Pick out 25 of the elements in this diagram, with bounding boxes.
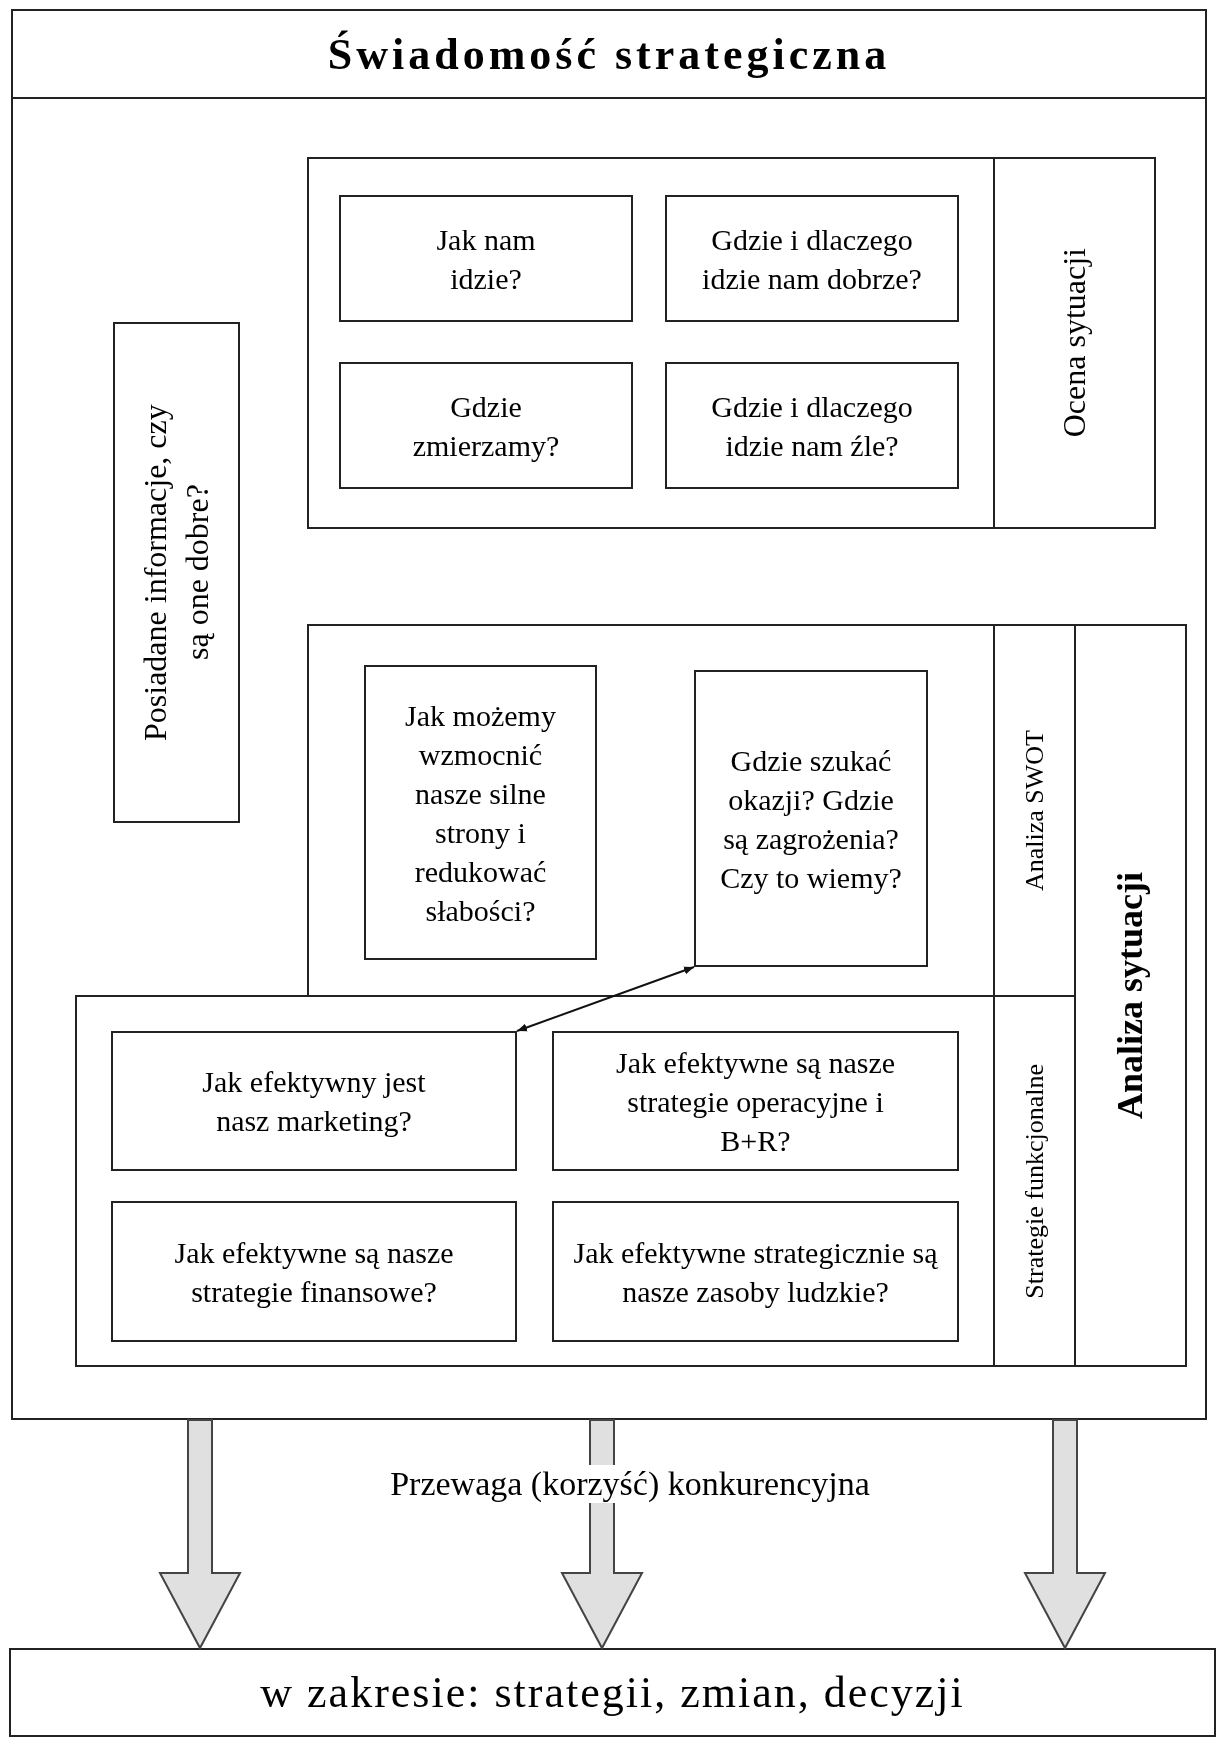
outer-frame <box>11 9 1207 1420</box>
title-band: Świadomość strategiczna <box>13 11 1205 99</box>
question-box: Gdzie i dlaczego idzie nam dobrze? <box>665 195 959 322</box>
section-panel <box>75 995 1076 1367</box>
question-box: Jak efektywne są nasze strategie operacyjne i B+R? <box>552 1031 959 1171</box>
panel-label: Ocena sytuacji <box>1056 248 1093 438</box>
panel-label: Analiza SWOT <box>1019 730 1050 891</box>
section-panel <box>307 157 1156 529</box>
panel-label: Strategie funkcjonalne <box>1019 1063 1050 1299</box>
question-box: Gdzie zmierzamy? <box>339 362 633 489</box>
section-band: Analiza sytuacji <box>1074 624 1187 1367</box>
question-box: Gdzie i dlaczego idzie nam źle? <box>665 362 959 489</box>
question-box: Jak efektywne strategicznie są nasze zasoby ludzkie? <box>552 1201 959 1342</box>
question-box: Jak nam idzie? <box>339 195 633 322</box>
result-box: w zakresie: strategii, zmian, decyzji <box>9 1648 1216 1737</box>
question-box: Posiadane informacje, czy są one dobre? <box>113 322 240 823</box>
question-box: Jak efektywny jest nasz marketing? <box>111 1031 517 1171</box>
block-arrow <box>560 1419 644 1651</box>
double-arrow <box>516 966 695 1032</box>
question-box: Gdzie szukać okazji? Gdzie są zagrożenia? Czy to wiemy? <box>694 670 928 967</box>
section-panel <box>307 624 1076 997</box>
block-arrow <box>1023 1419 1107 1651</box>
question-box: Jak efektywne są nasze strategie finansowe? <box>111 1201 517 1342</box>
question-box: Jak możemy wzmocnić nasze silne strony i redukować słabości? <box>364 665 597 960</box>
block-arrow <box>158 1419 242 1651</box>
